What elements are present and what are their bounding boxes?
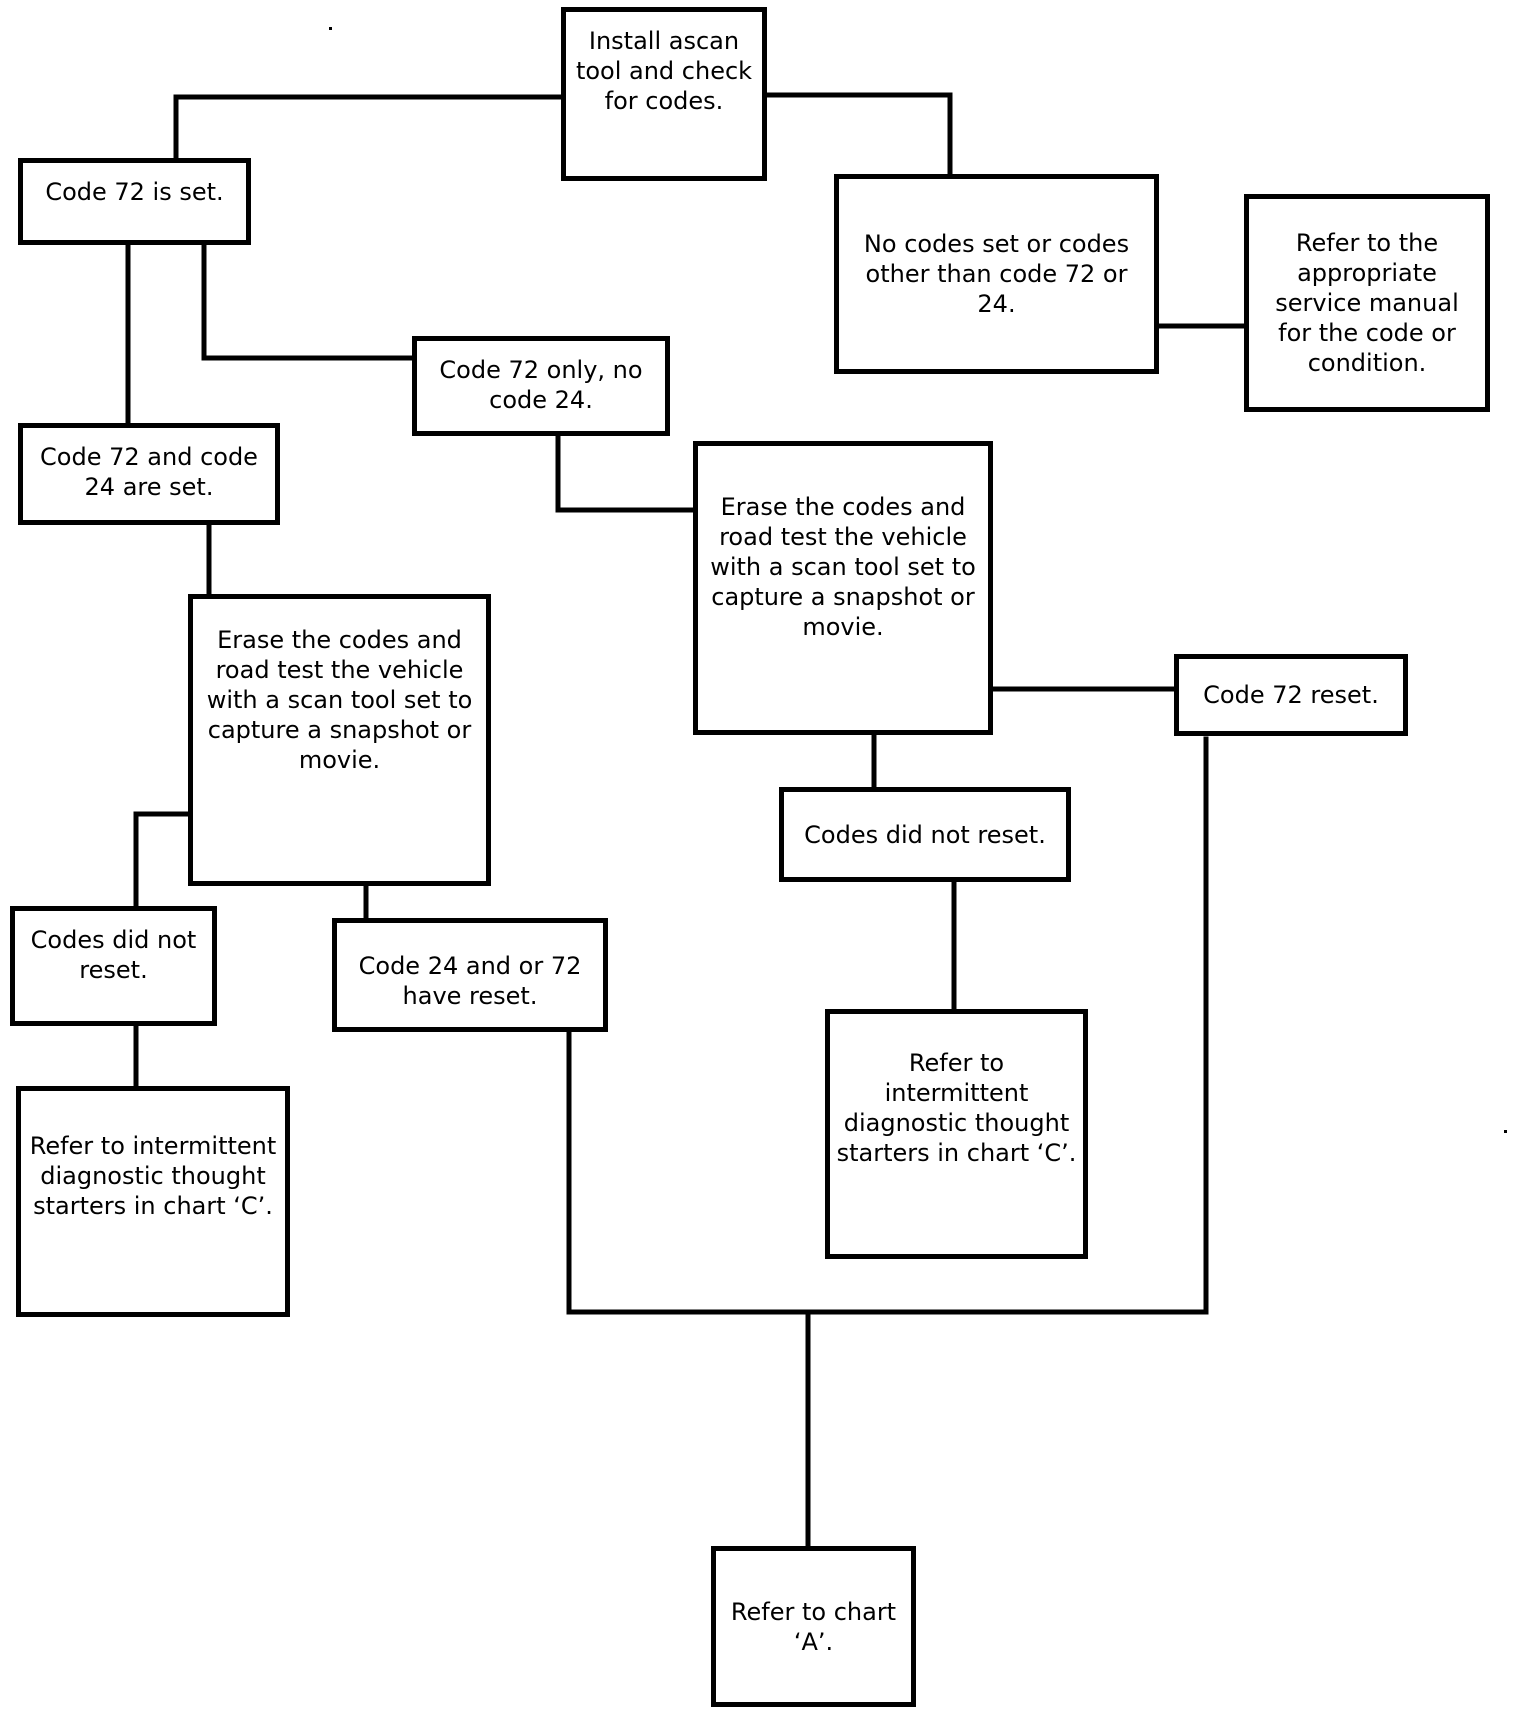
node-refer-chart-a-label: Refer to chart ‘A’.: [730, 1597, 897, 1656]
node-codes-did-not-reset-right: Codes did not reset.: [779, 787, 1071, 882]
node-code72-only-label: Code 72 only, no code 24.: [439, 356, 643, 414]
connector-code72-only-to-erase-right: [555, 431, 698, 513]
node-refer-chart-a: Refer to chart ‘A’.: [711, 1546, 916, 1707]
node-refer-chart-c-right: Refer to intermittent diagnostic thought…: [825, 1009, 1088, 1259]
node-no-codes-set: No codes set or codes other than code 72…: [834, 174, 1159, 374]
node-no-codes-set-label: No codes set or codes other than code 72…: [863, 230, 1130, 318]
node-code72-set-label: Code 72 is set.: [45, 178, 224, 206]
node-refer-service-manual: Refer to the appropriate service manual …: [1244, 194, 1490, 412]
node-codes-did-not-reset-right-label: Codes did not reset.: [804, 820, 1046, 849]
node-erase-codes-left: Erase the codes and road test the vehicl…: [188, 594, 491, 886]
node-code72-only: Code 72 only, no code 24.: [412, 336, 670, 436]
scan-speck: [329, 27, 332, 30]
node-code72-reset-label: Code 72 reset.: [1203, 681, 1379, 709]
connector-erase-left-to-codes-not-reset: [133, 811, 193, 913]
node-code72-reset: Code 72 reset.: [1174, 654, 1408, 736]
connector-start-to-no-codes: [762, 92, 953, 179]
connector-start-to-code72: [173, 94, 568, 163]
node-code72-and-24-set: Code 72 and code 24 are set.: [18, 423, 280, 525]
node-refer-chart-c-left: Refer to intermittent diagnostic thought…: [16, 1086, 290, 1317]
node-code72-set: Code 72 is set.: [18, 158, 251, 245]
node-code72-and-24-set-label: Code 72 and code 24 are set.: [40, 443, 258, 501]
node-install-scan-tool-label: Install ascan tool and check for codes.: [575, 27, 753, 115]
node-refer-service-manual-label: Refer to the appropriate service manual …: [1275, 229, 1459, 377]
connector-code72-to-code72-only: [201, 239, 417, 361]
node-codes-did-not-reset-left: Codes did not reset.: [10, 906, 217, 1026]
node-erase-codes-right-label: Erase the codes and road test the vehicl…: [710, 493, 976, 641]
node-codes-did-not-reset-left-label: Codes did not reset.: [30, 926, 197, 984]
connector-code24-or-72-to-merge: [566, 1030, 811, 1315]
node-code24-or-72-reset-label: Code 24 and or 72 have reset.: [358, 952, 582, 1010]
node-refer-chart-c-left-label: Refer to intermittent diagnostic thought…: [29, 1132, 277, 1220]
scan-speck: [1504, 1130, 1507, 1133]
connector-code72-reset-to-merge: [805, 736, 1209, 1315]
node-install-scan-tool: Install ascan tool and check for codes.: [561, 7, 767, 181]
node-erase-codes-right: Erase the codes and road test the vehicl…: [693, 441, 993, 735]
node-code24-or-72-reset: Code 24 and or 72 have reset.: [332, 918, 608, 1032]
node-refer-chart-c-right-label: Refer to intermittent diagnostic thought…: [836, 1049, 1077, 1167]
node-erase-codes-left-label: Erase the codes and road test the vehicl…: [206, 626, 473, 774]
